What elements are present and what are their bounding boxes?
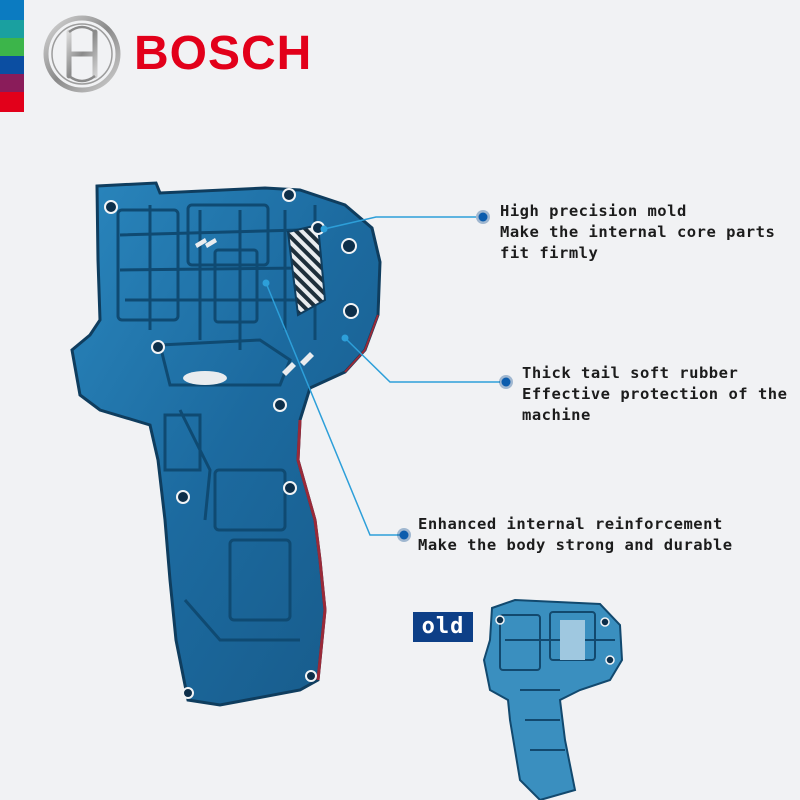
brand-color-stripe: [0, 0, 24, 112]
brand-name: BOSCH: [134, 27, 313, 80]
callout-soft-rubber: Thick tail soft rubber Effective protect…: [522, 363, 787, 426]
callout-title: High precision mold: [500, 202, 687, 220]
callout-reinforcement: Enhanced internal reinforcement Make the…: [418, 514, 733, 556]
callout-leaders: [265, 216, 500, 536]
callout-dots: [262, 210, 513, 542]
bosch-armature-icon: [43, 15, 121, 93]
callout-title: Enhanced internal reinforcement: [418, 515, 723, 533]
old-housing-icon: [482, 598, 624, 800]
callout-text: Make the body strong and durable: [418, 536, 733, 554]
callout-text: Make the internal core parts: [500, 223, 776, 241]
drill-housing-half-icon: [70, 181, 382, 707]
brand-logo: BOSCH: [42, 14, 312, 94]
old-badge: old: [413, 612, 473, 642]
callout-high-precision-mold: High precision mold Make the internal co…: [500, 201, 775, 264]
callout-text: fit firmly: [500, 244, 599, 262]
callout-title: Thick tail soft rubber: [522, 364, 739, 382]
callout-text: Effective protection of the: [522, 385, 788, 403]
callout-text: machine: [522, 406, 591, 424]
